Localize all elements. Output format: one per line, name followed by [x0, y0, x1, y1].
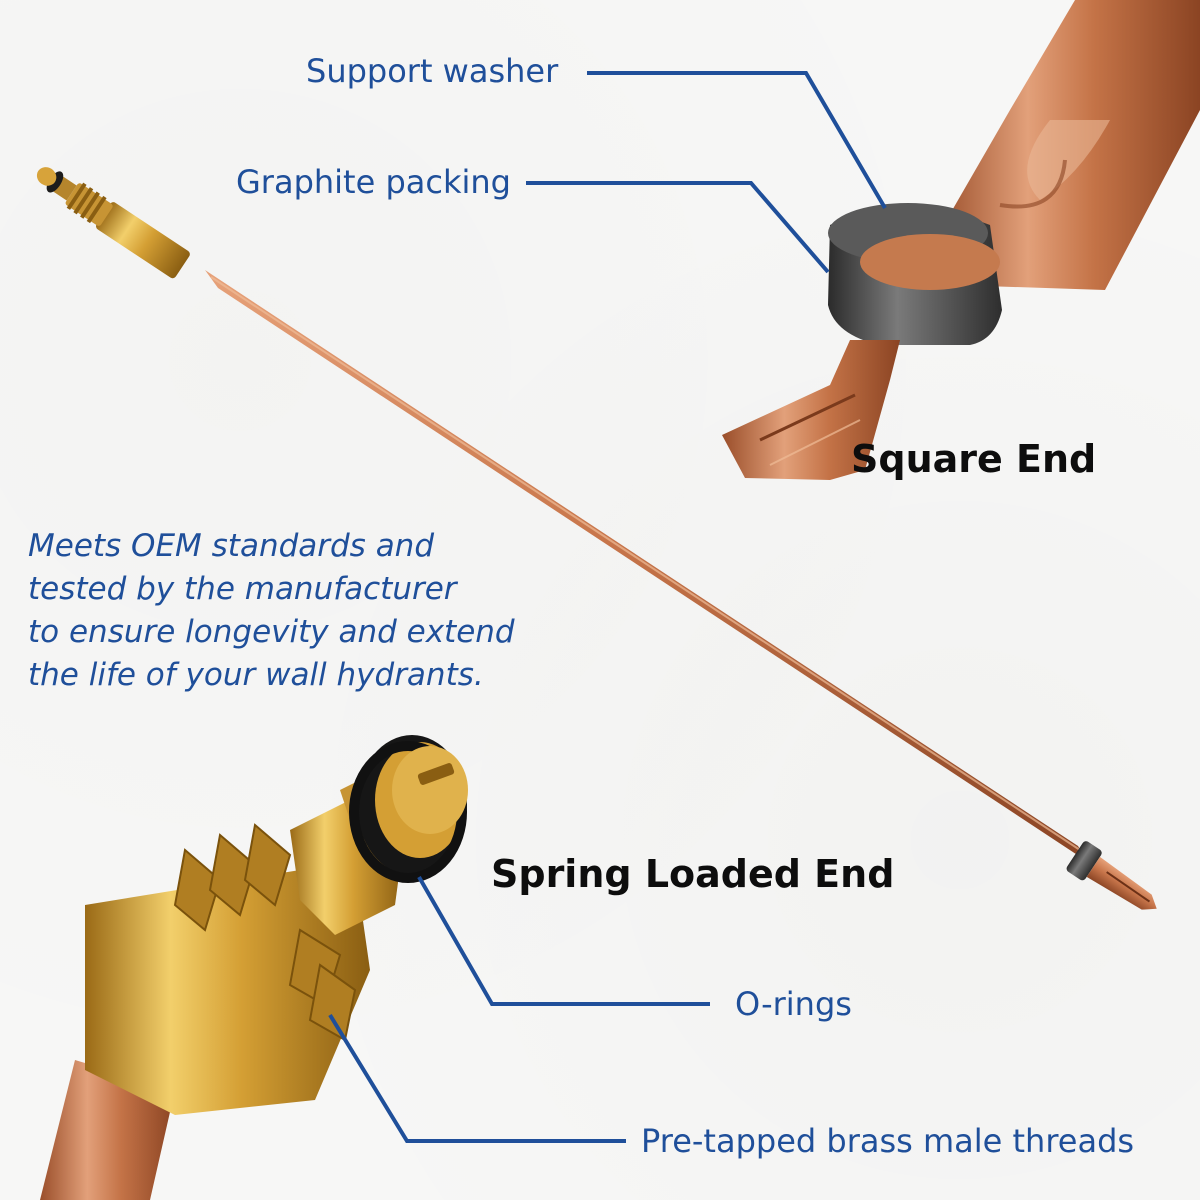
- callout-support-washer: Support washer: [306, 52, 559, 90]
- heading-square-end: Square End: [851, 437, 1097, 481]
- leader-graphite-packing: [526, 181, 830, 274]
- callout-brass-threads: Pre-tapped brass male threads: [641, 1122, 1135, 1160]
- copper-rod: [205, 270, 1088, 862]
- oem-description: Meets OEM standards and tested by the ma…: [28, 525, 588, 697]
- spring-loaded-end-closeup: [40, 735, 468, 1200]
- small-brass-end: [36, 167, 190, 279]
- leader-brass-threads: [328, 1013, 626, 1143]
- heading-spring-loaded-end: Spring Loaded End: [491, 852, 895, 896]
- square-end-closeup: [722, 0, 1200, 480]
- leader-o-rings: [417, 876, 710, 1006]
- description-line: the life of your wall hydrants.: [28, 657, 484, 693]
- description-line: tested by the manufacturer: [28, 571, 457, 607]
- description-line: Meets OEM standards and: [28, 528, 435, 564]
- description-line: to ensure longevity and extend: [28, 614, 515, 650]
- callout-o-rings: O-rings: [735, 985, 852, 1023]
- leader-lines: [328, 71, 887, 1143]
- callout-graphite-packing: Graphite packing: [236, 163, 511, 201]
- leader-support-washer: [587, 71, 887, 210]
- small-square-end: [1066, 841, 1157, 910]
